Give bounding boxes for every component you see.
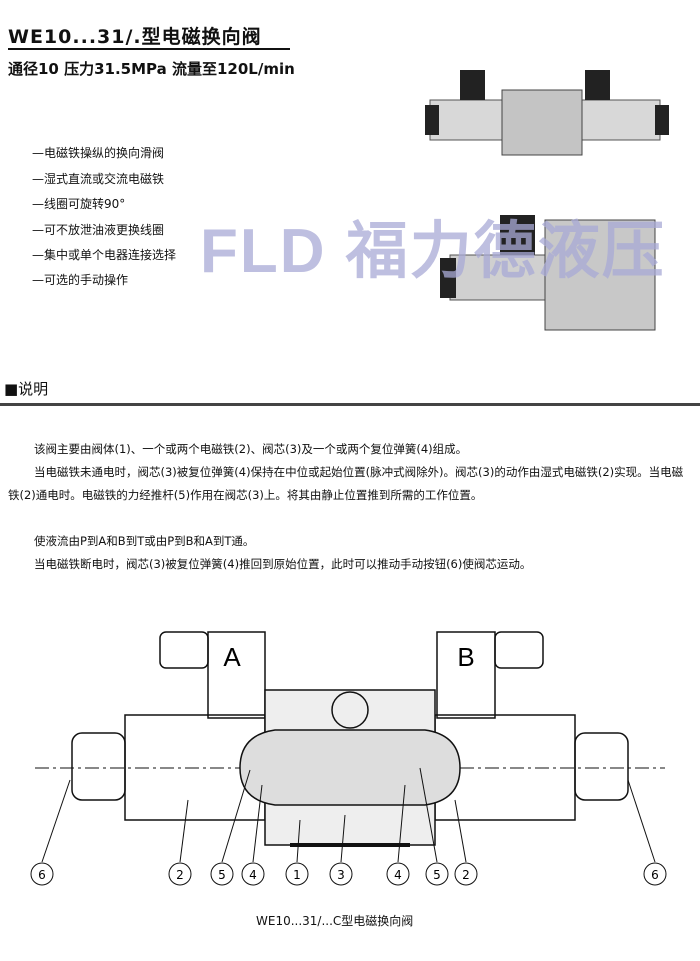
description-paragraph: 该阀主要由阀体(1)、一个或两个电磁铁(2)、阀芯(3)及一个或两个复位弹簧(4…	[34, 442, 468, 456]
feature-item: —可选的手动操作	[32, 273, 129, 287]
valve-section-diagram: A B 6 2 5 4 1 3 4 5 2 6	[30, 631, 667, 886]
valve-photo-double	[425, 70, 669, 156]
callout-leader	[340, 814, 346, 863]
feature-item: —线圈可旋转90°	[32, 197, 126, 211]
callout-circle	[425, 862, 449, 886]
solenoid-a-label: A	[223, 642, 241, 672]
callout-circle	[329, 862, 353, 886]
callout-circle	[210, 862, 234, 886]
callout-circle	[386, 862, 410, 886]
callout-number: 2	[462, 868, 470, 882]
callout-leader	[252, 784, 263, 863]
callout-circle	[285, 862, 309, 886]
solenoid-b-label: B	[457, 642, 474, 672]
section-title: ■说明	[4, 380, 49, 398]
callout-circle	[168, 862, 192, 886]
description-paragraph: 当电磁铁断电时，阀芯(3)被复位弹簧(4)推回到原始位置，此时可以推动手动按钮(…	[34, 557, 532, 571]
feature-item: —湿式直流或交流电磁铁	[32, 172, 165, 186]
callout-leader	[419, 767, 438, 863]
callout-circle	[241, 862, 265, 886]
callout-leader	[397, 784, 406, 863]
callout-leader	[179, 799, 189, 863]
page-subtitle: 通径10 压力31.5MPa 流量至120L/min	[8, 60, 295, 78]
feature-item: —集中或单个电器连接选择	[32, 248, 177, 262]
callout-number: 1	[293, 868, 301, 882]
product-photos	[425, 70, 669, 331]
callout-number: 4	[249, 868, 257, 882]
callout-number: 6	[651, 868, 659, 882]
callout-number: 5	[433, 868, 441, 882]
diagram-caption: WE10...31/...C型电磁换向阀	[256, 914, 414, 928]
watermark: FLD 福力德液压	[200, 217, 666, 286]
description-paragraph: 当电磁铁未通电时，阀芯(3)被复位弹簧(4)保持在中位或起始位置(脉冲式阀除外)…	[8, 465, 684, 502]
callout-circle	[454, 862, 478, 886]
callout-leader	[221, 769, 251, 863]
description-paragraph: 使液流由P到A和B到T或由P到B和A到T通。	[34, 534, 255, 548]
callout-number: 6	[38, 868, 46, 882]
title-divider	[8, 48, 290, 50]
callout-number: 2	[176, 868, 184, 882]
callout-number: 3	[337, 868, 345, 882]
callout-number: 5	[218, 868, 226, 882]
callout-leader	[41, 779, 71, 863]
callout-circle	[643, 862, 667, 886]
callout-leader	[627, 779, 656, 863]
callout-circle	[30, 862, 54, 886]
valve-photo-single	[440, 215, 656, 331]
callout-leader	[296, 819, 301, 863]
feature-item: —电磁铁操纵的换向滑阀	[32, 146, 165, 160]
section-divider	[0, 403, 700, 406]
feature-item: —可不放泄油液更换线圈	[32, 223, 165, 237]
page-title: WE10...31/.型电磁换向阀	[8, 26, 262, 48]
callout-leader	[454, 799, 467, 863]
callout-number: 4	[394, 868, 402, 882]
